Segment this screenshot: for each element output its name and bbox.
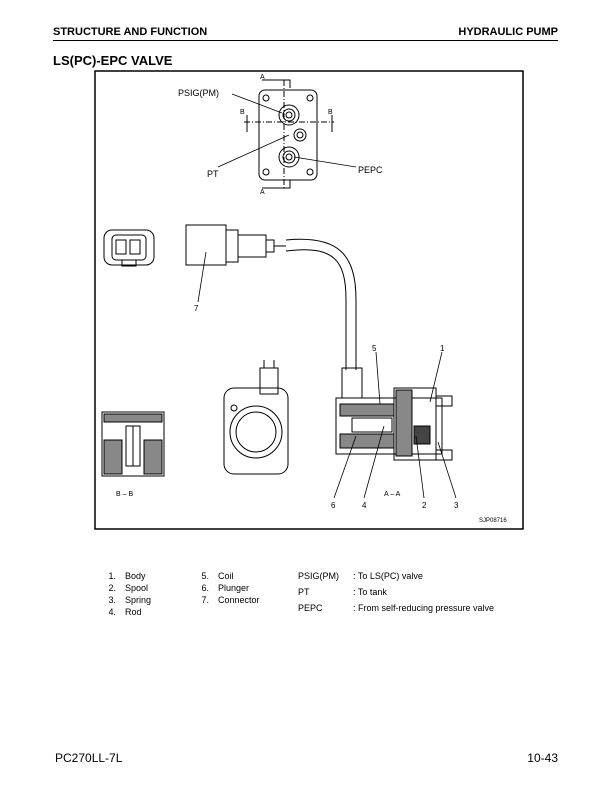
list-item: 5.Coil	[201, 571, 234, 581]
list-item: 4.Rod	[108, 607, 142, 617]
connector-end-view	[103, 229, 155, 267]
header-chapter: HYDRAULIC PUMP	[458, 26, 558, 38]
figure-code: SJP08716	[479, 518, 507, 524]
label-pt: PT	[207, 169, 219, 179]
callout-6: 6	[331, 501, 336, 510]
footer-model: PC270LL-7L	[55, 751, 123, 765]
callout-2: 2	[422, 501, 427, 510]
connector-cable	[185, 224, 357, 370]
label-psig: PSIG(PM)	[178, 88, 219, 98]
mark-b-left: B	[240, 109, 245, 116]
section-title: LS(PC)-EPC VALVE	[53, 53, 173, 68]
valve-figure: PSIG(PM) PT PEPC A A B B B –	[94, 70, 524, 530]
parts-list-2: 5.Coil 6.Plunger 7.Connector	[193, 570, 260, 606]
list-item: 7.Connector	[201, 595, 260, 605]
mark-a-top: A	[260, 74, 265, 81]
label-pepc: PEPC	[358, 165, 383, 175]
mark-a-bottom: A	[260, 189, 265, 196]
callout-1: 1	[440, 344, 445, 353]
list-item: PT: To tank	[298, 587, 387, 597]
callout-5: 5	[372, 344, 377, 353]
page-header: STRUCTURE AND FUNCTION HYDRAULIC PUMP	[53, 26, 558, 41]
callout-7: 7	[194, 304, 199, 313]
list-item: 2.Spool	[108, 583, 149, 593]
bb-section-view	[101, 411, 165, 477]
list-item: 1.Body	[108, 571, 146, 581]
list-item: PSIG(PM): To LS(PC) valve	[298, 571, 423, 581]
list-item: 6.Plunger	[201, 583, 250, 593]
aa-leaders	[333, 351, 457, 499]
header-section: STRUCTURE AND FUNCTION	[53, 26, 208, 38]
view-label-aa: A – A	[384, 491, 401, 498]
aa-section-view	[335, 367, 453, 461]
port-list: PSIG(PM): To LS(PC) valve PT: To tank PE…	[298, 570, 494, 614]
callout-3: 3	[454, 501, 459, 510]
view-label-bb: B – B	[116, 491, 133, 498]
mark-b-right: B	[328, 109, 333, 116]
parts-list-1: 1.Body 2.Spool 3.Spring 4.Rod	[100, 570, 151, 618]
list-item: PEPC: From self-reducing pressure valve	[298, 603, 495, 613]
figure-frame	[94, 70, 524, 530]
port-leaders	[217, 93, 357, 168]
list-item: 3.Spring	[108, 595, 152, 605]
footer-page-number: 10-43	[527, 751, 558, 765]
callout-4: 4	[362, 501, 367, 510]
port-face-view	[244, 79, 334, 190]
coil-view	[223, 360, 289, 475]
